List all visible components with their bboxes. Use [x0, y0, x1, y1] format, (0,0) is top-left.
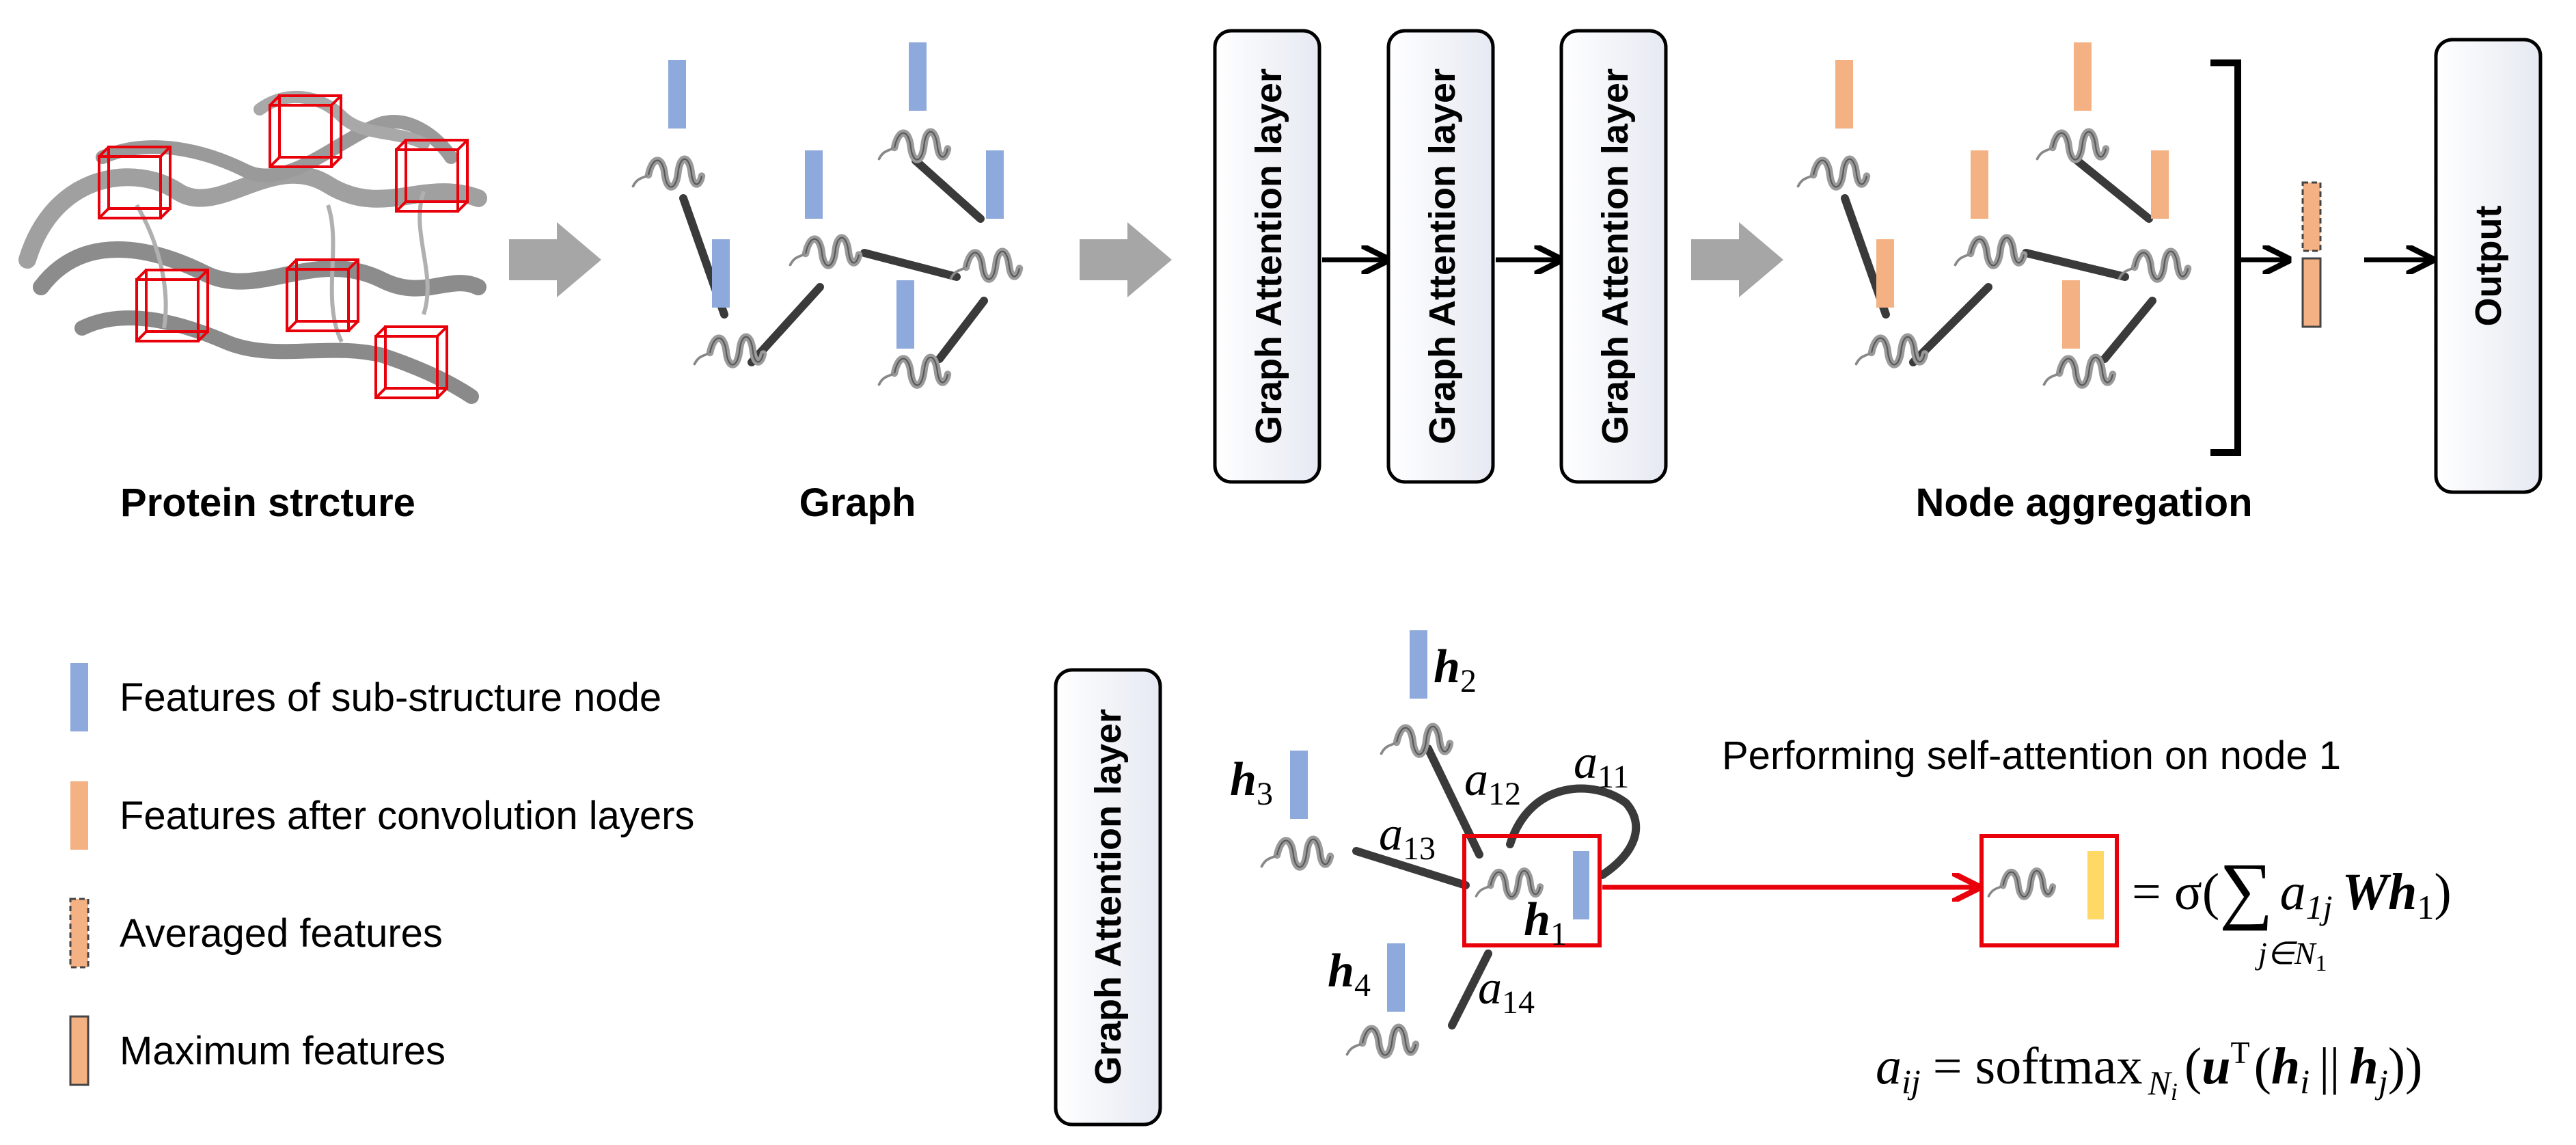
conv-feature-bar: [2062, 280, 2080, 349]
legend-label: Features after convolution layers: [120, 794, 694, 838]
node-feature-bar: [909, 42, 927, 111]
averaged-feature-bar: [2301, 181, 2322, 252]
gray-arrow-3: [1691, 222, 1783, 297]
node-feature-bar: [712, 239, 730, 308]
conv-feature-bar: [1971, 150, 1988, 219]
node-feature-bar: [668, 60, 686, 129]
graph-node-6: [879, 358, 948, 386]
legend-swatch-orange: [70, 781, 88, 850]
graph-node-5: [951, 252, 1020, 280]
edge-label-a12: a12: [1464, 753, 1521, 812]
aggregation-bracket: [2210, 59, 2241, 456]
legend-swatch-blue: [70, 663, 88, 731]
self-attention-title: Performing self-attention on node 1: [1722, 733, 2341, 778]
result-feature-bar: [2087, 851, 2104, 919]
result-node-box: [1979, 834, 2119, 947]
graph-node-2: [695, 337, 764, 365]
node-3-feature-bar: [1290, 751, 1308, 819]
node-aggregation-label: Node aggregation: [1915, 481, 2252, 525]
equation-1-sum-index: j∈N1: [2255, 936, 2327, 976]
node-feature-bar: [805, 150, 823, 219]
node-label-h2: h2: [1434, 641, 1477, 699]
graph-node-4: [879, 132, 948, 160]
gat-layer-box-1: Graph Attention layer: [1213, 29, 1321, 484]
edge-label-a13: a13: [1379, 808, 1436, 867]
legend-label: Features of sub-structure node: [120, 675, 661, 720]
output-label: Output: [2468, 206, 2509, 327]
aggregation-node-2: [1856, 337, 1926, 365]
target-node-box: [1462, 834, 1602, 947]
gat-layer-label: Graph Attention layer: [1248, 68, 1289, 444]
graph-label: Graph: [799, 481, 916, 525]
legend-label: Averaged features: [120, 911, 443, 956]
protein-structure-label: Protein strcture: [120, 481, 415, 525]
attention-node-3: [1262, 839, 1331, 867]
protein-structure-image: [18, 90, 487, 404]
gat-layer-box-2: Graph Attention layer: [1386, 29, 1495, 484]
aggregation-node-6: [2044, 358, 2113, 386]
node-1-feature-bar: [1573, 851, 1589, 919]
substructure-cube-5: [286, 258, 359, 332]
node-2-feature-bar: [1410, 630, 1427, 699]
attention-edges: [1352, 744, 1641, 1029]
conv-feature-bar: [2074, 42, 2092, 111]
edge-label-a11: a11: [1574, 736, 1629, 795]
substructure-cube-4: [135, 269, 209, 342]
attention-node-2: [1382, 727, 1451, 755]
node-4-feature-bar: [1387, 943, 1405, 1012]
aggregation-node-5: [2120, 252, 2189, 280]
node-label-h4: h4: [1328, 945, 1371, 1003]
aggregation-node-4: [2038, 132, 2107, 160]
result-node: [1988, 871, 2053, 897]
conv-feature-bar: [1835, 60, 1853, 129]
output-box: Output: [2434, 38, 2543, 494]
graph-node-3: [791, 238, 860, 266]
node-label-h3: h3: [1230, 753, 1273, 812]
legend-swatch-maximum: [69, 1015, 90, 1086]
legend-label: Maximum features: [120, 1029, 446, 1073]
node-feature-bar: [896, 280, 914, 349]
gray-arrow-2: [1080, 222, 1172, 297]
conv-feature-bar: [2151, 150, 2169, 219]
gray-arrow-1: [509, 222, 601, 297]
gat-layer-box-3: Graph Attention layer: [1559, 29, 1668, 484]
conv-feature-bar: [1876, 239, 1894, 308]
legend-swatch-averaged: [69, 898, 90, 969]
gat-layer-label: Graph Attention layer: [1595, 68, 1636, 444]
graph-node-1: [633, 159, 702, 187]
gat-layer-label: Graph Attention layer: [1422, 68, 1463, 444]
substructure-cube-3: [395, 139, 469, 213]
maximum-feature-bar: [2301, 257, 2322, 328]
aggregation-node-3: [1956, 238, 2025, 266]
attention-node-4: [1347, 1027, 1416, 1055]
substructure-cube-2: [269, 94, 342, 168]
gat-detail-label: Graph Attention layer: [1088, 709, 1129, 1085]
edge-label-a14: a14: [1478, 962, 1535, 1021]
aggregation-node-1: [1798, 159, 1867, 187]
node-feature-bar: [986, 150, 1004, 219]
node-label-h1: h1: [1524, 893, 1567, 952]
gat-detail-box: Graph Attention layer: [1054, 668, 1162, 1127]
